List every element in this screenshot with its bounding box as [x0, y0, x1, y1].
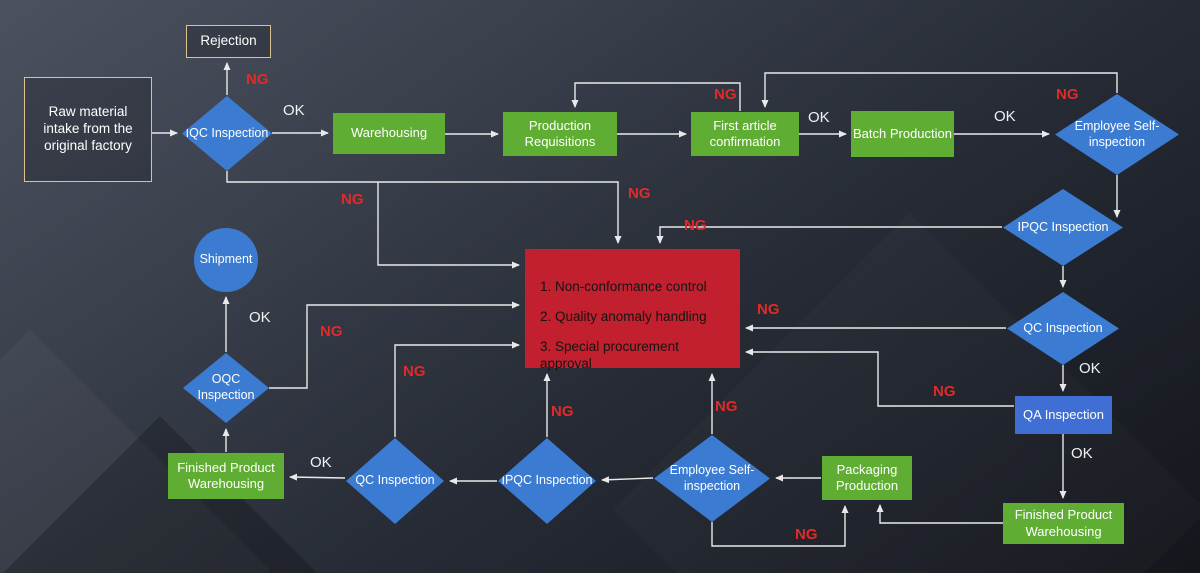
edge-qa-ng: [745, 348, 1014, 407]
label-ok-oqc-shipment: OK: [249, 309, 271, 326]
edge-iqc-ng-trunk: [226, 171, 622, 244]
nonconformance-line-3: 3. Special procurement approval: [540, 338, 679, 371]
label-ok-qc-fpw-left: OK: [310, 454, 332, 471]
label-ng-ipqc-bottom: NG: [551, 403, 574, 420]
edge-iqc-ng-branch: [377, 182, 520, 269]
label-ng-firstarticle-loop: NG: [714, 86, 737, 103]
edge-qc-bottom-ng: [394, 341, 520, 437]
node-rejection: Rejection: [186, 25, 271, 58]
node-finished-product-warehousing-left: Finished Product Warehousing: [168, 453, 284, 499]
edge-fpw-right-to-packaging: [876, 504, 1003, 524]
edge-qc-bottom-to-fpw-left: [289, 473, 346, 481]
label-ng-qa: NG: [933, 383, 956, 400]
node-first-article-confirmation: First article confirmation: [691, 112, 799, 156]
nonconformance-line-1: 1. Non-conformance control: [540, 279, 707, 294]
label-ng-iqc-trunk: NG: [341, 191, 364, 208]
node-packaging-production: Packaging Production: [822, 456, 912, 500]
node-qa-inspection: QA Inspection: [1015, 396, 1112, 434]
edge-oqc-ng: [269, 301, 520, 389]
label-ng-iqc-rejection: NG: [246, 71, 269, 88]
edge-employee-bottom-ng-loop: [711, 505, 849, 547]
label-ng-qc-right: NG: [757, 301, 780, 318]
label-ng-employee-bottom-loop: NG: [795, 526, 818, 543]
edge-ipqc-right-ng: [656, 226, 1002, 244]
node-warehousing: Warehousing: [333, 113, 445, 154]
label-ng-ipqc-right: NG: [684, 217, 707, 234]
node-shipment: Shipment: [194, 228, 258, 292]
edge-employee-bottom-to-ipqc-bottom: [601, 476, 654, 484]
edge-firstarticle-ng-loop: [571, 82, 741, 111]
label-ok-qa-fpw: OK: [1071, 445, 1093, 462]
label-ng-oqc: NG: [320, 323, 343, 340]
label-ok-qc-qa: OK: [1079, 360, 1101, 377]
label-ng-employee-top-loop: NG: [1056, 86, 1079, 103]
edge-employee-top-ng-loop: [761, 72, 1118, 108]
label-ng-trunk-into-redbox: NG: [628, 185, 651, 202]
label-ok-batch-employee: OK: [994, 108, 1016, 125]
label-ok-iqc-warehousing: OK: [283, 102, 305, 119]
node-production-requisitions: Production Requisitions: [503, 112, 617, 156]
node-batch-production: Batch Production: [851, 111, 954, 157]
label-ng-qc-bottom: NG: [403, 363, 426, 380]
node-finished-product-warehousing-right: Finished Product Warehousing: [1003, 503, 1124, 544]
label-ok-firstarticle-batch: OK: [808, 109, 830, 126]
node-nonconformance-control: 1. Non-conformance control 2. Quality an…: [525, 249, 740, 371]
label-ng-employee-bottom-up: NG: [715, 398, 738, 415]
node-raw-material-intake: Raw material intake from the original fa…: [24, 77, 152, 182]
nonconformance-line-2: 2. Quality anomaly handling: [540, 308, 707, 324]
